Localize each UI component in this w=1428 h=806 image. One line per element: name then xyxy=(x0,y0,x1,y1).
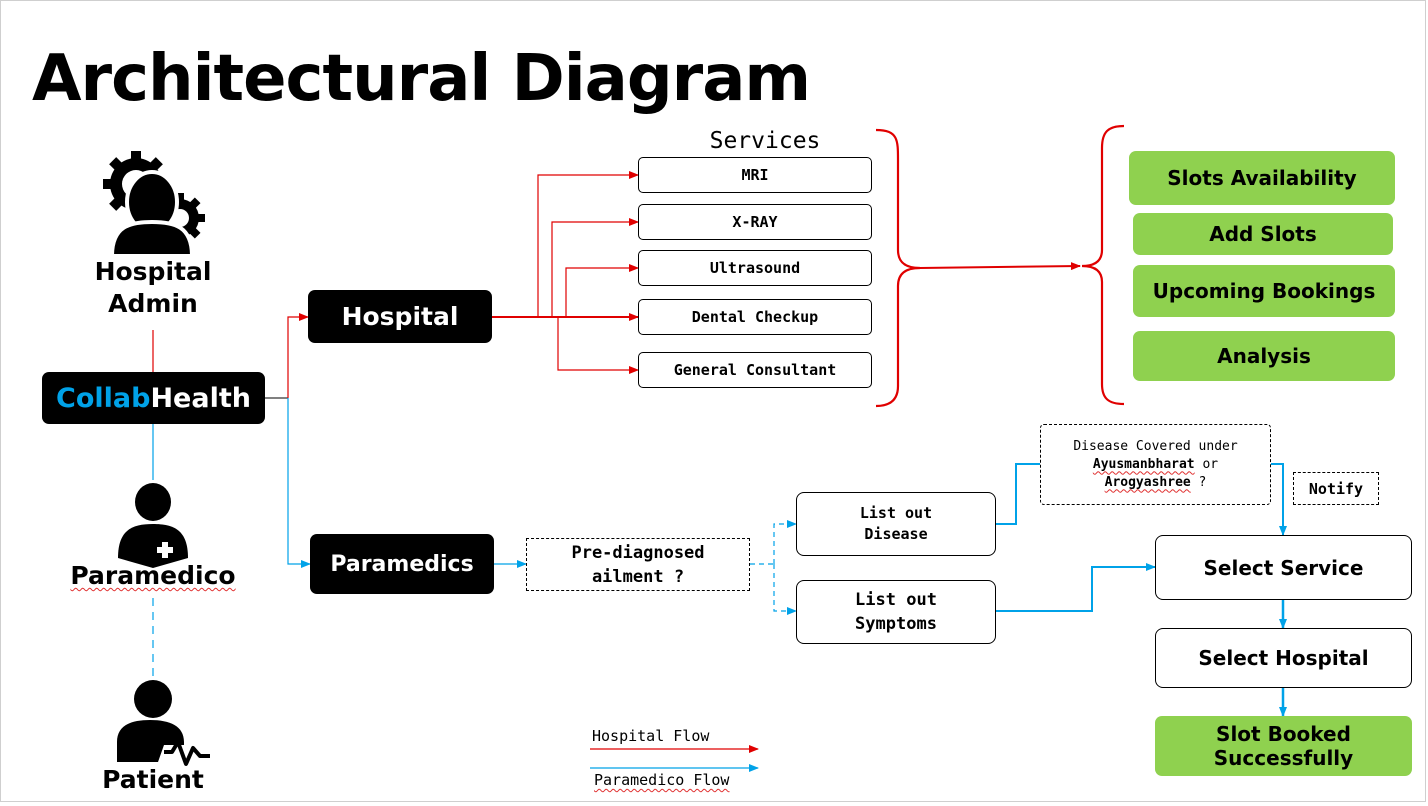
services-brace xyxy=(875,128,921,408)
service-general-consultant[interactable]: General Consultant xyxy=(638,352,872,388)
patient-label: Patient xyxy=(102,765,204,794)
paramedico-label-text: Paramedico xyxy=(70,561,236,590)
services-heading: Services xyxy=(709,128,821,154)
page-title: Architectural Diagram xyxy=(32,42,811,116)
upcoming-bookings-button[interactable]: Upcoming Bookings xyxy=(1133,265,1395,317)
analysis-button[interactable]: Analysis xyxy=(1133,331,1395,381)
to-hospital-arrow xyxy=(287,313,309,398)
slot-booked-line1: Slot Booked xyxy=(1216,722,1351,746)
scheme-ayusmanbharat: Ayusmanbharat xyxy=(1092,456,1195,472)
list-disease-box[interactable]: List out Disease xyxy=(796,492,996,556)
service-ultrasound[interactable]: Ultrasound xyxy=(638,250,872,286)
disease-covered-or: or xyxy=(1202,456,1219,472)
select-service-box[interactable]: Select Service xyxy=(1155,535,1412,600)
list-symptoms-box[interactable]: List out Symptoms xyxy=(796,580,996,644)
hospital-admin-label-line2: Admin xyxy=(108,289,198,318)
service-dental-checkup[interactable]: Dental Checkup xyxy=(638,299,872,335)
pre-diagnosed-line1: Pre-diagnosed xyxy=(571,542,705,563)
notify-box[interactable]: Notify xyxy=(1293,472,1379,505)
brand-health: Health xyxy=(150,382,251,414)
list-symptoms-line2: Symptoms xyxy=(855,614,937,634)
paramedico-icon xyxy=(118,483,188,568)
scheme-arogyashree: Arogyashree xyxy=(1104,474,1191,490)
to-paramedics-arrow xyxy=(287,398,311,568)
disease-covered-line1: Disease Covered under xyxy=(1073,438,1238,454)
disease-covered-box: Disease Covered under Ayusmanbharat or A… xyxy=(1040,424,1271,505)
list-disease-line2: Disease xyxy=(864,525,928,543)
hospital-node[interactable]: Hospital xyxy=(308,290,492,343)
hospital-admin-label: Hospital Admin xyxy=(80,256,226,320)
list-symptoms-line1: List out xyxy=(855,590,937,610)
brand-collab: Collab xyxy=(56,382,151,414)
legend-paramedico-flow: Paramedico Flow xyxy=(594,771,729,789)
slot-booked-box: Slot Booked Successfully xyxy=(1155,716,1412,776)
patient-icon xyxy=(117,680,210,766)
paramedico-label: Paramedico xyxy=(60,560,246,592)
add-slots-button[interactable]: Add Slots xyxy=(1133,213,1393,255)
paramedics-node[interactable]: Paramedics xyxy=(310,534,494,594)
service-mri[interactable]: MRI xyxy=(638,157,872,193)
pre-diagnosed-box[interactable]: Pre-diagnosed ailment ? xyxy=(526,538,750,591)
legend-hospital-flow: Hospital Flow xyxy=(592,727,710,745)
pre-diagnosed-line2: ailment ? xyxy=(591,566,685,587)
service-xray[interactable]: X-RAY xyxy=(638,204,872,240)
hospital-admin-icon xyxy=(103,151,205,258)
actions-brace xyxy=(1081,124,1125,406)
select-hospital-box[interactable]: Select Hospital xyxy=(1155,628,1412,688)
disease-covered-question: ? xyxy=(1198,474,1207,490)
hospital-admin-label-line1: Hospital xyxy=(94,257,212,286)
slot-booked-line2: Successfully xyxy=(1213,746,1354,770)
list-disease-line1: List out xyxy=(859,504,933,522)
slots-availability-button[interactable]: Slots Availability xyxy=(1129,151,1395,205)
legend-paramedico-flow-text: Paramedico Flow xyxy=(594,771,730,789)
